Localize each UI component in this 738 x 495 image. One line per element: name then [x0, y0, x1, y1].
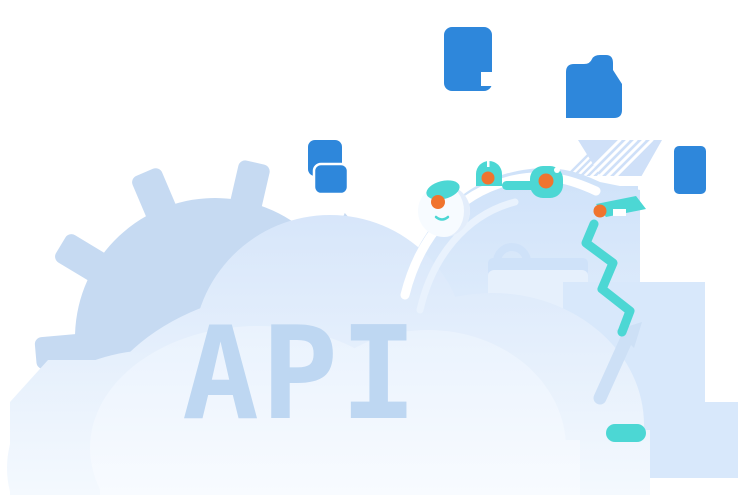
- folder-icon: [566, 55, 622, 118]
- robot-trail: [581, 219, 635, 337]
- robot-eye: [431, 195, 445, 209]
- robot-bot: [502, 166, 563, 198]
- document-icon: [444, 27, 495, 91]
- cloud-inner-bumps: [90, 326, 580, 495]
- robots: [418, 160, 646, 442]
- robot-eye: [593, 204, 607, 218]
- funnel-stripes: [578, 140, 654, 177]
- robot-eye: [538, 173, 554, 189]
- robot-bot: [476, 160, 502, 186]
- document-icons: [308, 27, 706, 196]
- document-icon: [674, 146, 706, 194]
- robot-bot: [418, 180, 470, 237]
- copy-icon: [308, 140, 350, 196]
- robot-eye: [481, 171, 495, 185]
- api-label: API: [182, 300, 419, 449]
- robot-bot: [581, 196, 646, 337]
- robot-part: [606, 424, 646, 442]
